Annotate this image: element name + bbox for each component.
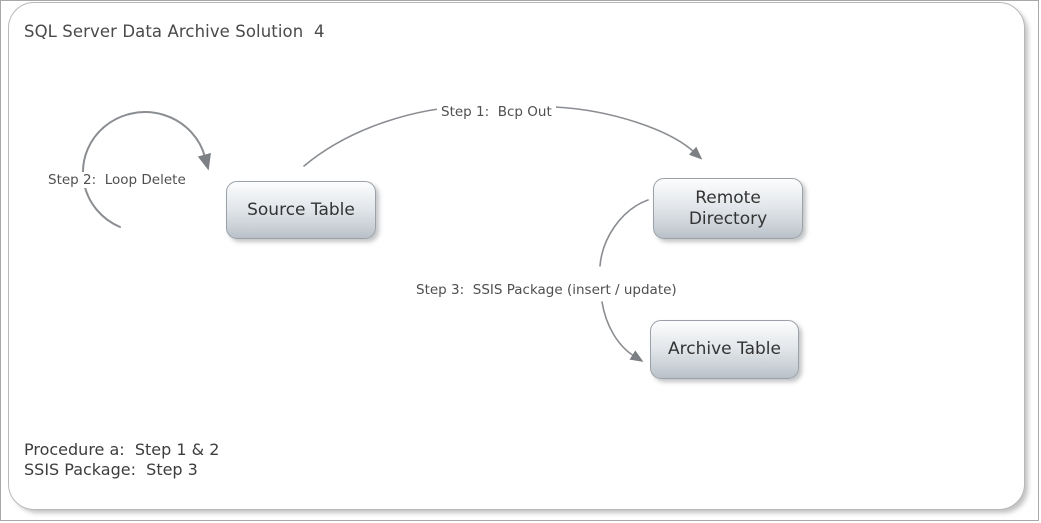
node-remote-directory-label: Remote Directory [688,188,768,229]
page-title: SQL Server Data Archive Solution 4 [24,22,325,41]
edge-label-step2: Step 2: Loop Delete [44,172,190,188]
edge-label-step3: Step 3: SSIS Package (insert / update) [412,282,681,298]
node-archive-table-label: Archive Table [668,339,781,360]
edge-label-step1: Step 1: Bcp Out [437,104,556,120]
node-archive-table[interactable]: Archive Table [650,320,799,379]
node-source-table[interactable]: Source Table [226,181,376,239]
diagram-panel [8,2,1025,510]
node-remote-directory[interactable]: Remote Directory [653,178,803,239]
footer-note-ssis-package: SSIS Package: Step 3 [24,460,198,479]
node-source-table-label: Source Table [247,199,355,220]
footer-note-procedure: Procedure a: Step 1 & 2 [24,440,220,459]
